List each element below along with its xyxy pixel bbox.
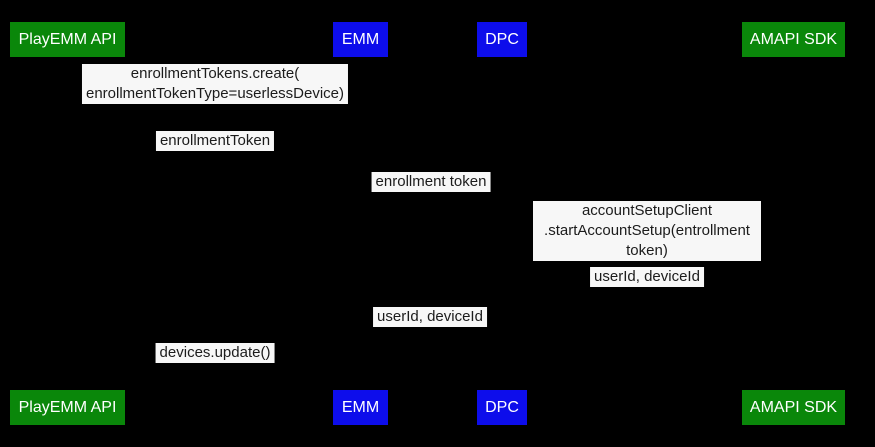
message-enrollment-tokens-create: enrollmentTokens.create( enrollmentToken… [81,64,349,104]
actor-amapi-sdk-top: AMAPI SDK [742,22,845,57]
actor-emm-bottom: EMM [333,390,388,425]
actor-dpc-top: DPC [477,22,527,57]
actor-playemm-api-top: PlayEMM API [10,22,125,57]
actor-playemm-api-bottom: PlayEMM API [10,390,125,425]
lifeline-dpc [502,57,503,390]
actor-dpc-bottom: DPC [477,390,527,425]
lifeline-amapi-sdk [793,57,794,390]
message-userid-deviceid-sdk-to-dpc: userId, deviceId [590,267,704,287]
message-enrollment-token-response: enrollmentToken [155,131,275,151]
message-userid-deviceid-dpc-to-emm: userId, deviceId [373,307,487,327]
lifeline-playemm-api [67,57,68,390]
actor-amapi-sdk-bottom: AMAPI SDK [742,390,845,425]
message-start-account-setup: accountSetupClient .startAccountSetup(en… [533,201,761,261]
lifeline-emm [360,57,361,390]
message-devices-update: devices.update() [155,343,275,363]
actor-emm-top: EMM [333,22,388,57]
message-enrollment-token-pass: enrollment token [371,172,491,192]
